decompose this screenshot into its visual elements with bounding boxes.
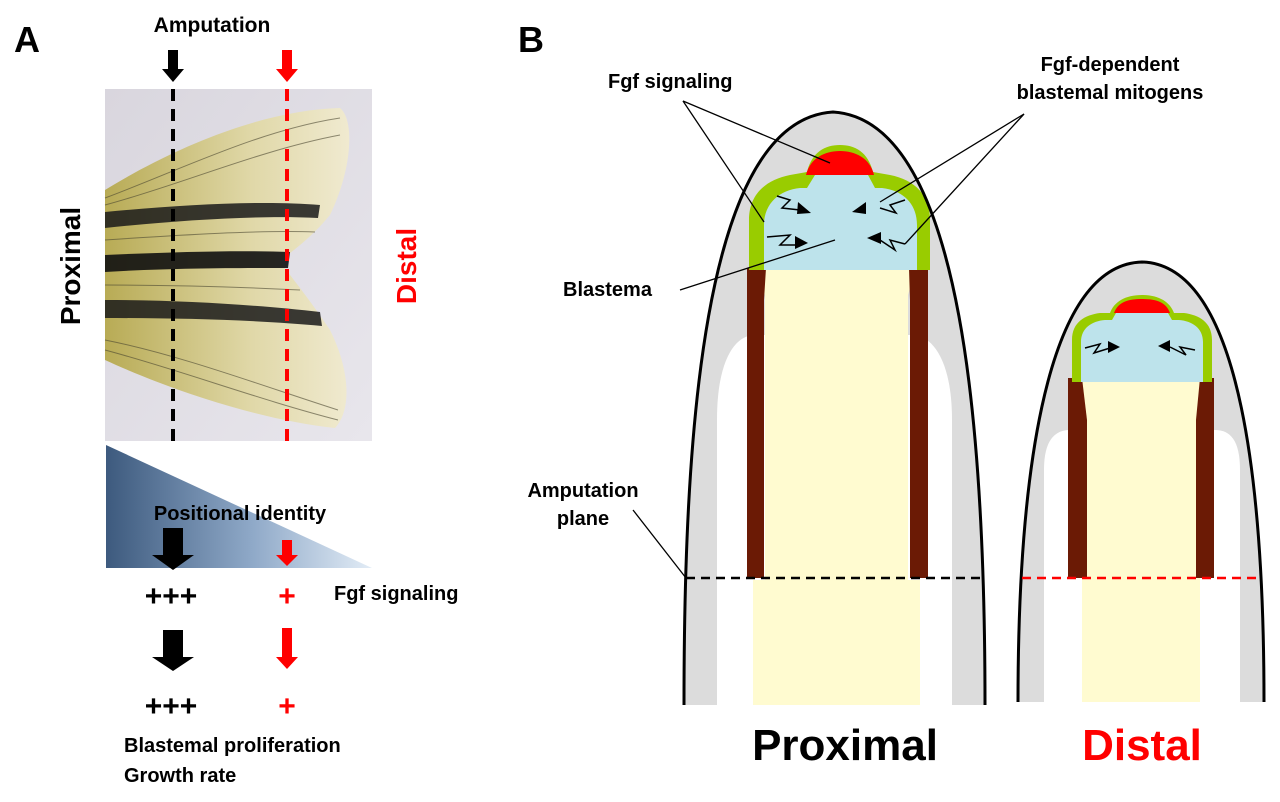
amputation-plane-callout-line2: plane bbox=[557, 508, 609, 530]
outcome-label-proliferation: Blastemal proliferation bbox=[124, 735, 341, 757]
blastema-callout: Blastema bbox=[563, 279, 653, 301]
fgf-signaling-label: Fgf signaling bbox=[334, 583, 458, 605]
mitogens-callout-line2: blastemal mitogens bbox=[1017, 82, 1204, 104]
distal-growth-level: + bbox=[278, 690, 296, 723]
proximal-fgf-level: +++ bbox=[145, 580, 198, 613]
proximal-bone-right bbox=[909, 268, 928, 578]
distal-regenerate bbox=[1016, 260, 1266, 703]
proximal-regenerate bbox=[682, 110, 987, 706]
mitogen-arrow-icon bbox=[852, 202, 866, 214]
mitogens-callout-line1: Fgf-dependent bbox=[1041, 54, 1180, 76]
positional-identity-label: Positional identity bbox=[154, 503, 327, 525]
distal-bone-left bbox=[1068, 378, 1087, 578]
mitogen-arrow-icon bbox=[1108, 341, 1120, 353]
amputation-plane-leader bbox=[632, 509, 687, 579]
panel-a-label: A bbox=[14, 19, 40, 60]
mitogen-arrow-icon bbox=[867, 232, 881, 244]
fgf-signaling-callout: Fgf signaling bbox=[608, 71, 732, 93]
fgf-signaling-leaders bbox=[682, 100, 831, 223]
proximal-fgf-source bbox=[806, 151, 874, 175]
proximal-arrow-2-icon bbox=[152, 630, 194, 671]
proximal-caption: Proximal bbox=[752, 721, 938, 770]
distal-fgf-level: + bbox=[278, 580, 296, 613]
amputation-plane-callout-line1: Amputation bbox=[527, 480, 638, 502]
proximal-arrow-1-icon bbox=[152, 528, 194, 570]
distal-blastema bbox=[1081, 313, 1203, 382]
outcome-label-growth-rate: Growth rate bbox=[124, 765, 236, 787]
distal-caption: Distal bbox=[1082, 721, 1202, 770]
mitogens-leaders bbox=[879, 113, 1025, 245]
proximal-blastema bbox=[764, 175, 917, 270]
blastema-leader bbox=[679, 239, 836, 291]
distal-bone-right bbox=[1196, 378, 1214, 578]
distal-arrow-2-icon bbox=[276, 628, 298, 669]
mitogen-arrow-icon bbox=[797, 202, 811, 214]
proximal-growth-level: +++ bbox=[145, 690, 198, 723]
distal-side-label: Distal bbox=[391, 228, 422, 304]
distal-arrow-1-icon bbox=[276, 540, 298, 566]
panel-b-label: B bbox=[518, 19, 544, 60]
proximal-amputation-arrow-icon bbox=[162, 50, 184, 82]
amputation-title: Amputation bbox=[154, 14, 271, 37]
mitogen-arrow-icon bbox=[1158, 340, 1170, 352]
caudal-fin-photo bbox=[104, 89, 372, 441]
proximal-bone-left bbox=[747, 268, 766, 578]
distal-amputation-arrow-icon bbox=[276, 50, 298, 82]
mitogen-arrow-icon bbox=[795, 236, 808, 249]
proximal-side-label: Proximal bbox=[55, 207, 86, 325]
distal-fgf-source bbox=[1114, 299, 1170, 313]
